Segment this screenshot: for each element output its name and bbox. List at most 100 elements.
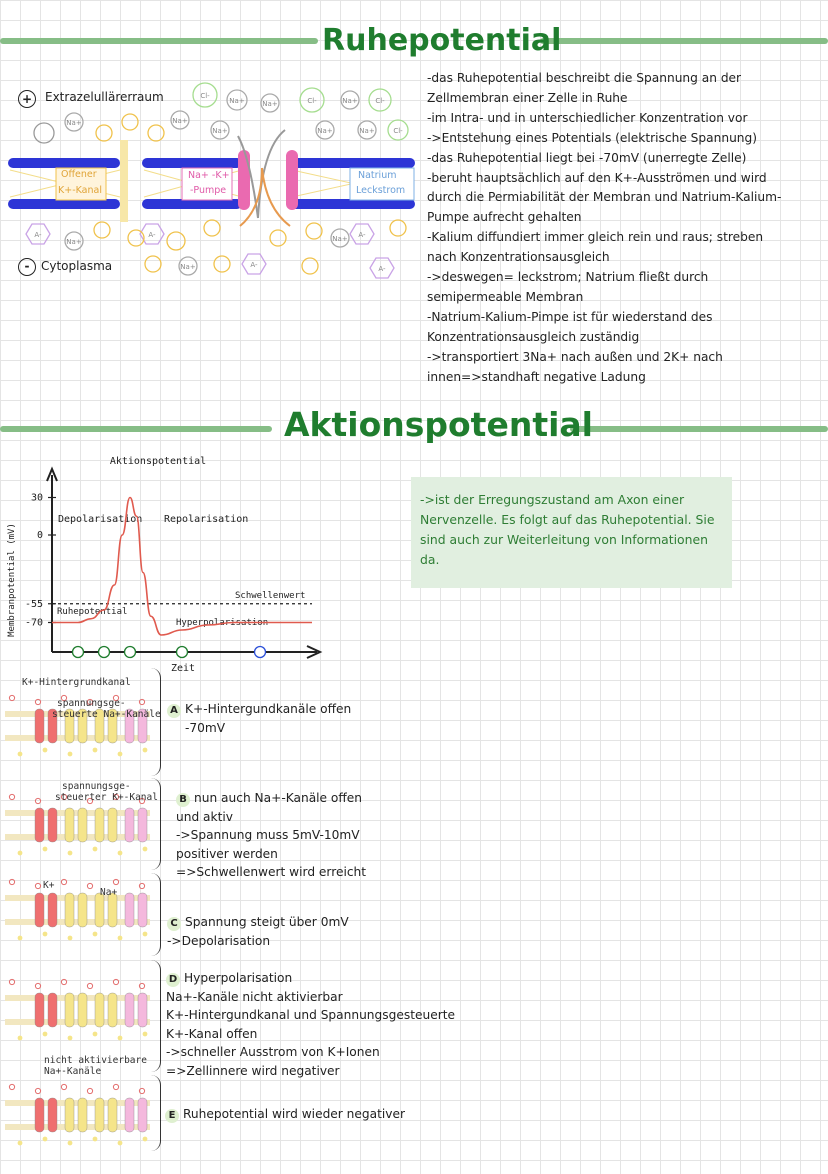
step-line: -70mV <box>185 720 226 735</box>
step-line: K+-Kanal offen <box>166 1026 258 1041</box>
svg-text:Na+: Na+ <box>262 100 278 108</box>
k-channel-right <box>47 892 58 928</box>
step-badge: C <box>167 917 181 931</box>
svg-text:A-: A- <box>34 231 42 239</box>
svg-text:Na+: Na+ <box>66 238 82 246</box>
k-ion <box>8 694 16 702</box>
step-line: K+-Hintergundkanäle offen <box>185 702 352 716</box>
k-ion <box>86 797 94 805</box>
nicht-aktivierbar-label-2: Na+-Kanäle <box>44 1066 102 1077</box>
na-ion <box>117 1140 123 1146</box>
k-ion <box>112 1083 120 1091</box>
step-bracket <box>150 873 161 956</box>
k-ion <box>60 878 68 886</box>
ruhe-text-line: innen=>standhaft negative Ladung <box>427 369 646 384</box>
k-ion <box>8 793 16 801</box>
k-ion <box>34 982 42 990</box>
k-channel-left <box>34 807 45 843</box>
step-line: Hyperpolarisation <box>184 971 293 985</box>
k-channel-left <box>34 992 45 1028</box>
na-ion <box>42 931 48 937</box>
k-ion <box>138 882 146 890</box>
title-rule-left-2 <box>0 426 272 432</box>
membrane-bottom <box>8 199 415 209</box>
na-channel-right <box>107 807 118 843</box>
na-channel-left <box>64 807 75 843</box>
ruhe-text-line: Konzentrationsausgleich zuständig <box>427 329 640 344</box>
svg-text:Na+: Na+ <box>342 97 358 105</box>
step-bracket <box>150 1075 161 1151</box>
step-line: Spannung steigt über 0mV <box>185 915 349 929</box>
k-v-channel-left <box>124 807 135 843</box>
k-channel-right <box>47 1097 58 1133</box>
step-bracket <box>150 960 161 1072</box>
chart-xlabel: Zeit <box>171 663 195 674</box>
na-channel-right <box>77 1097 88 1133</box>
plus-sign: + <box>18 90 36 108</box>
channel-svg <box>5 694 150 1146</box>
k-ion <box>112 878 120 886</box>
na-ion <box>92 1031 98 1037</box>
pump-label-2: -Pumpe <box>190 185 227 196</box>
threshold-label: Schwellenwert <box>235 591 305 601</box>
na-ion <box>67 850 73 856</box>
ruhe-text-line: ->transportiert 3Na+ nach außen und 2K+ … <box>427 349 723 364</box>
svg-text:Cl-: Cl- <box>307 97 317 105</box>
k-v-channel-left <box>124 1097 135 1133</box>
na-ion <box>42 747 48 753</box>
marker-a <box>71 645 85 659</box>
ruhe-text-line: nach Konzentrationsausgleich <box>427 250 610 265</box>
ruhe-text-line: -das Ruhepotential liegt bei -70mV (uner… <box>427 150 747 165</box>
ruhe-text-line: -im Intra- und in unterschiedlicher Konz… <box>427 110 748 125</box>
na-channel-left <box>64 992 75 1028</box>
cytoplasma-label: Cytoplasma <box>41 259 113 273</box>
ion-cloud-top <box>33 82 409 144</box>
k-ion <box>138 982 146 990</box>
na-ion <box>67 751 73 757</box>
k-v-channel-left <box>124 992 135 1028</box>
ruhe-text-line: semipermeable Membran <box>427 289 584 304</box>
step-bracket <box>150 668 161 776</box>
aktion-title: Aktionspotential <box>284 405 593 444</box>
na-channel-left <box>94 1097 105 1133</box>
na-channel-right <box>107 1097 118 1133</box>
na-channel-left <box>94 807 105 843</box>
k-v-channel-left <box>124 892 135 928</box>
k-channel-right <box>47 992 58 1028</box>
na-channel-left <box>94 892 105 928</box>
info-text: ->ist der Erregungszustand am Axon einer… <box>420 492 715 567</box>
k-ion <box>86 1087 94 1095</box>
svg-text:A-: A- <box>250 261 258 269</box>
svg-text:A-: A- <box>378 265 386 273</box>
na-spannung-label-2: steuerte Na+-Kanäle <box>52 709 161 720</box>
channel-drawings <box>0 670 165 1155</box>
na-channel-left <box>94 992 105 1028</box>
k-ion-label: K+ <box>43 880 55 891</box>
step-line: nun auch Na+-Kanäle offen <box>194 791 363 805</box>
na-ion <box>67 1035 73 1041</box>
na-ion <box>42 846 48 852</box>
k-channel <box>55 167 107 201</box>
ruhe-text-line: -Natrium-Kalium-Pimpe ist für wiederstan… <box>427 309 713 324</box>
na-channel-left <box>64 892 75 928</box>
k-v-channel-left <box>124 708 135 744</box>
svg-text:Na+: Na+ <box>66 119 82 127</box>
ruhe-text-line: -Kalium diffundiert immer gleich rein un… <box>427 230 764 245</box>
k-channel-right <box>47 708 58 744</box>
svg-text:Na+: Na+ <box>229 97 245 105</box>
k-channel-right <box>47 807 58 843</box>
na-ion <box>92 1136 98 1142</box>
na-ion <box>142 846 148 852</box>
na-leak-channel <box>349 167 415 201</box>
marker-d <box>175 645 189 659</box>
step-line: ->schneller Ausstrom von K+Ionen <box>166 1045 380 1060</box>
na-ion <box>67 1140 73 1146</box>
extrazellular-label: Extrazelullärerraum <box>45 90 164 104</box>
na-ion <box>117 935 123 941</box>
potential-curve <box>52 496 312 636</box>
svg-text:Na+: Na+ <box>180 263 196 271</box>
na-ion <box>92 747 98 753</box>
na-channel-right <box>107 892 118 928</box>
